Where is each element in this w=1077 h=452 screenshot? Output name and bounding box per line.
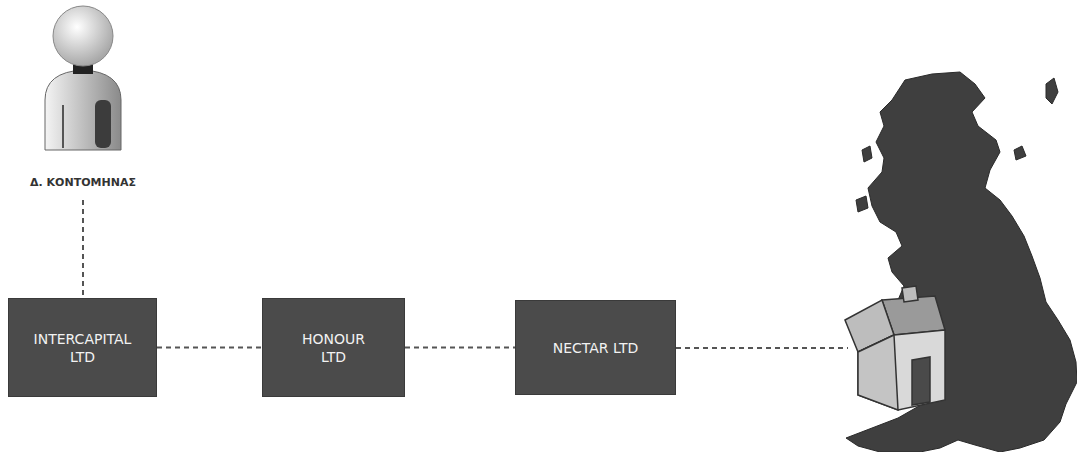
dashed-connector — [83, 200, 84, 298]
company-name: INTERCAPITAL LTD — [24, 330, 142, 366]
uk-map — [846, 72, 1077, 452]
company-name: HONOUR LTD — [294, 330, 374, 366]
dashed-connector — [405, 347, 515, 348]
dashed-link — [676, 347, 848, 349]
company-box: HONOUR LTD — [262, 298, 405, 397]
person-node: Δ. ΚΟΝΤΟΜΗΝΑΣ — [23, 0, 143, 200]
company-box: NECTAR LTD — [515, 300, 676, 395]
company-box: INTERCAPITAL LTD — [8, 298, 157, 397]
person-icon — [23, 0, 143, 175]
company-name: NECTAR LTD — [553, 339, 639, 357]
person-name: Δ. ΚΟΝΤΟΜΗΝΑΣ — [23, 176, 143, 189]
dashed-connector — [157, 347, 262, 348]
house-icon — [845, 286, 945, 410]
